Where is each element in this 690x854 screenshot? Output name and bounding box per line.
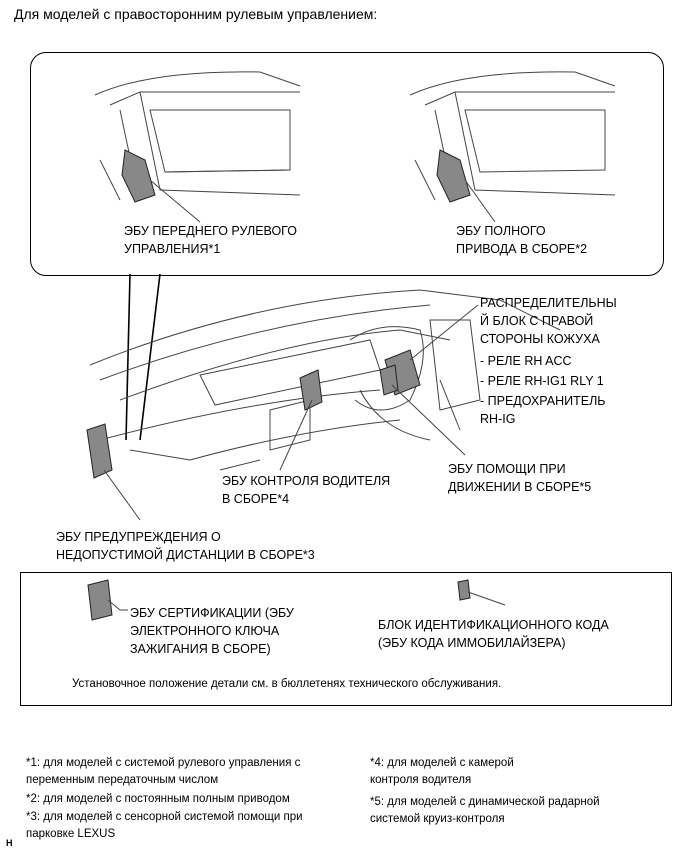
footnote-2: *2: для моделей с постоянным полным прив… xyxy=(26,793,290,805)
footnote-line: переменным передаточным числом xyxy=(26,774,219,786)
label-line: ЭБУ ПОЛНОГО xyxy=(456,224,546,238)
label-awd-ecu: ЭБУ ПОЛНОГО ПРИВОДА В СБОРЕ*2 xyxy=(456,222,587,258)
label-line: ЭБУ КОНТРОЛЯ ВОДИТЕЛЯ xyxy=(222,474,391,488)
label-line: ЗАЖИГАНИЯ В СБОРЕ) xyxy=(130,642,271,656)
label-id-code-box: БЛОК ИДЕНТИФИКАЦИОННОГО КОДА (ЭБУ КОДА И… xyxy=(378,616,609,652)
label-line: ЭБУ ПОМОЩИ ПРИ xyxy=(448,462,566,476)
label-line: ДВИЖЕНИИ В СБОРЕ*5 xyxy=(448,480,592,494)
label-line: (ЭБУ КОДА ИММОБИЛАЙЗЕРА) xyxy=(378,636,566,650)
label-line: ПРИВОДА В СБОРЕ*2 xyxy=(456,242,588,256)
label-line: РАСПРЕДЕЛИТЕЛЬНЫ xyxy=(480,296,617,310)
label-line: Й БЛОК С ПРАВОЙ xyxy=(480,314,594,328)
figure-code: H xyxy=(6,838,13,848)
label-driving-support-ecu: ЭБУ ПОМОЩИ ПРИ ДВИЖЕНИИ В СБОРЕ*5 xyxy=(448,460,591,496)
footnote-line: *5: для моделей с динамической радарной xyxy=(370,796,600,808)
page-title: Для моделей с правосторонним рулевым упр… xyxy=(14,6,378,22)
footnote-line: системой круиз-контроля xyxy=(370,813,505,825)
label-front-steering-ecu: ЭБУ ПЕРЕДНЕГО РУЛЕВОГО УПРАВЛЕНИЯ*1 xyxy=(124,222,297,258)
label-line: ЭБУ ПЕРЕДНЕГО РУЛЕВОГО xyxy=(124,224,297,238)
junction-item: - РЕЛЕ RH ACC xyxy=(480,354,572,368)
label-line: В СБОРЕ*4 xyxy=(222,492,290,506)
footnote-4: *4: для моделей с камерой контроля водит… xyxy=(370,755,514,789)
label-line: ЭБУ ПРЕДУПРЕЖДЕНИЯ О xyxy=(56,530,221,544)
label-driver-monitor-ecu: ЭБУ КОНТРОЛЯ ВОДИТЕЛЯ В СБОРЕ*4 xyxy=(222,472,390,508)
junction-item: RH-IG xyxy=(480,412,516,426)
footnote-line: контроля водителя xyxy=(370,774,472,786)
footnote-line: парковке LEXUS xyxy=(26,828,116,840)
detail-frame xyxy=(30,52,664,276)
label-line: УПРАВЛЕНИЯ*1 xyxy=(124,242,221,256)
driver-monitor-ecu-part xyxy=(299,369,323,411)
awd-ecu-part xyxy=(436,149,471,203)
label-distance-warning-ecu: ЭБУ ПРЕДУПРЕЖДЕНИЯ О НЕДОПУСТИМОЙ ДИСТАН… xyxy=(56,528,315,564)
footnote-line: *3: для моделей с сенсорной системой пом… xyxy=(26,811,303,823)
label-line: ЭЛЕКТРОННОГО КЛЮЧА xyxy=(130,624,280,638)
label-certification-ecu: ЭБУ СЕРТИФИКАЦИИ (ЭБУ ЭЛЕКТРОННОГО КЛЮЧА… xyxy=(130,604,294,658)
label-line: ЭБУ СЕРТИФИКАЦИИ (ЭБУ xyxy=(130,606,294,620)
certification-ecu-part xyxy=(87,579,113,621)
label-line: НЕДОПУСТИМОЙ ДИСТАНЦИИ В СБОРЕ*3 xyxy=(56,548,315,562)
distance-warning-ecu-part xyxy=(86,423,113,479)
detail-view-left xyxy=(94,71,301,223)
footnote-line: *1: для моделей с системой рулевого упра… xyxy=(26,757,301,769)
front-steering-ecu-part xyxy=(121,149,156,203)
detail-view-right xyxy=(409,71,616,223)
junction-item: - ПРЕДОХРАНИТЕЛЬ xyxy=(480,394,606,408)
label-line: СТОРОНЫ КОЖУХА xyxy=(480,332,600,346)
footnote-line: *4: для моделей с камерой xyxy=(370,757,514,769)
additional-parts-frame xyxy=(20,572,672,706)
footnote-1: *1: для моделей с системой рулевого упра… xyxy=(26,755,300,789)
junction-items-list: - РЕЛЕ RH ACC - РЕЛЕ RH-IG1 RLY 1 - ПРЕД… xyxy=(480,352,606,428)
label-junction-block: РАСПРЕДЕЛИТЕЛЬНЫ Й БЛОК С ПРАВОЙ СТОРОНЫ… xyxy=(480,294,617,348)
id-code-box-part xyxy=(457,579,471,601)
footnote-3: *3: для моделей с сенсорной системой пом… xyxy=(26,809,303,843)
label-line: БЛОК ИДЕНТИФИКАЦИОННОГО КОДА xyxy=(378,618,609,632)
install-note: Установочное положение детали см. в бюлл… xyxy=(72,678,502,690)
footnote-5: *5: для моделей с динамической радарной … xyxy=(370,794,600,828)
junction-item: - РЕЛЕ RH-IG1 RLY 1 xyxy=(480,374,604,388)
dashboard-main xyxy=(86,289,561,479)
driving-support-ecu-part xyxy=(379,364,399,396)
